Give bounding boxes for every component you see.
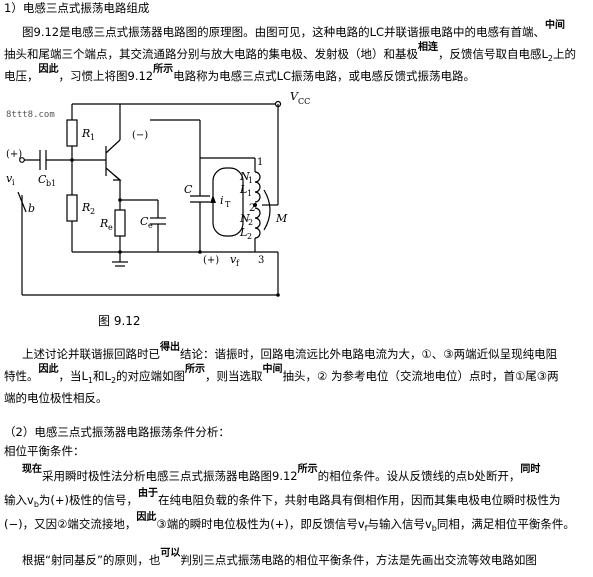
paragraph4-line1: 根据“射同基反”的原则，也可以判别三点式振荡电路的相位平衡条件，方法是先画出交流… bbox=[22, 548, 537, 570]
section2-heading: （2）电感三点式振荡器电路振荡条件分析： bbox=[4, 425, 230, 439]
text-span: 抽头和尾端三个端点，其交流通路分别与放大电路的集电极、发射极（地）和基极 bbox=[4, 47, 418, 61]
text-span: 电路称为电感三点式LC振荡电路，或电感反馈式振荡电路。 bbox=[173, 69, 476, 83]
text-span: 在纯电阻负载的条件下，共射电路具有倒相作用，因而其集电极电位瞬时极性为 bbox=[158, 493, 561, 507]
minus-top-label: (−) bbox=[132, 130, 148, 141]
text-span: 采用瞬时极性法分析电感三点式振荡器电路图9.12 bbox=[42, 469, 298, 483]
r2-label: R bbox=[81, 201, 90, 214]
text-span: 根据“射同基反”的原则，也 bbox=[22, 553, 161, 567]
tag-span: 现在 bbox=[22, 464, 42, 475]
tag-span: 中间 bbox=[262, 364, 283, 375]
node1-label: 1 bbox=[257, 157, 263, 168]
l1-sub: 1 bbox=[247, 189, 252, 198]
figure-caption: 图 9.12 bbox=[98, 314, 141, 328]
tag-span: 中间 bbox=[545, 20, 566, 31]
tag-span: 因此 bbox=[136, 512, 157, 523]
text-span: ③端的瞬时电位极性为(+)，即反馈信号v bbox=[156, 517, 365, 531]
watermark: 8ttt8.com bbox=[6, 110, 55, 120]
paragraph1-line3: 电压，因此，习惯上将图9.12所示电路称为电感三点式LC振荡电路，或电感反馈式振… bbox=[4, 64, 476, 86]
tag-span: 得出 bbox=[160, 342, 180, 353]
l2-label: L bbox=[239, 226, 247, 239]
vcc-sub: CC bbox=[298, 97, 310, 106]
vf-sub: f bbox=[236, 259, 240, 268]
text-span: 结论：谐振时，回路电流远比外电路电流为大，①、③两端近似呈现纯电阻 bbox=[180, 347, 558, 361]
vcc-label: V bbox=[290, 90, 299, 103]
re-label: R bbox=[99, 217, 108, 230]
node3-label: 3 bbox=[258, 255, 264, 266]
ce-sub: e bbox=[148, 221, 153, 230]
subscript: 2 bbox=[110, 376, 117, 385]
tag-span: 所示 bbox=[153, 64, 174, 75]
n1-sub: 1 bbox=[248, 176, 253, 185]
tag-span: 相连 bbox=[418, 42, 438, 53]
r1-label: R bbox=[81, 127, 90, 140]
paragraph3-line2: 输入vb为(+)极性的信号，由于在纯电阻负载的条件下，共射电路具有倒相作用，因而… bbox=[4, 488, 561, 510]
re-sub: e bbox=[108, 223, 113, 232]
r1-sub: 1 bbox=[90, 133, 95, 142]
n1-label: N bbox=[239, 170, 250, 183]
text-span: 输入v bbox=[4, 493, 34, 507]
c-label: C bbox=[184, 183, 193, 196]
text-span: ，当L bbox=[58, 369, 88, 383]
subscript: 2 bbox=[547, 54, 553, 63]
paragraph2-line2: 特性。因此，当L1和L2的对应端如图所示，则当选取中间抽头，② 为参考电位（交流… bbox=[4, 364, 559, 386]
text-span: ，反馈信号取自电感L bbox=[438, 47, 548, 61]
text-span: 电压， bbox=[4, 69, 39, 83]
cb-sub: b1 bbox=[46, 179, 56, 188]
paragraph2-line3: 端的电位极性相反。 bbox=[4, 391, 108, 405]
text-span: 抽头，② 为参考电位（交流地电位）点时，首①尾③两 bbox=[282, 369, 559, 383]
l2-sub: 2 bbox=[247, 232, 252, 241]
text-span: 与输入信号v bbox=[367, 517, 432, 531]
subscript: b bbox=[33, 500, 39, 509]
text-span: 的相位条件。设从反馈线的点b处断开， bbox=[317, 469, 521, 483]
tag-span: 由于 bbox=[138, 488, 158, 499]
plus-left-label: (+) bbox=[6, 149, 22, 160]
paragraph2-line1: 上述讨论并联谐振回路时已得出结论：谐振时，回路电流远比外电路电流为大，①、③两端… bbox=[22, 342, 558, 364]
text-span: 判别三点式振荡电路的相位平衡条件，方法是先画出交流等效电路如图 bbox=[180, 553, 537, 567]
subscript: b bbox=[431, 524, 437, 533]
r2-sub: 2 bbox=[90, 207, 95, 216]
tag-span: 所示 bbox=[185, 364, 206, 375]
subscript: f bbox=[364, 524, 368, 533]
tag-span: 因此 bbox=[38, 64, 59, 75]
ce-label: C bbox=[140, 215, 149, 228]
vf-label: v bbox=[230, 253, 237, 266]
text-span: 图9.12是电感三点式振荡器电路图的原理图。由图可见，这种电路的LC并联谐振电路… bbox=[22, 25, 546, 39]
tag-span: 因此 bbox=[38, 364, 59, 375]
section2-subheading: 相位平衡条件： bbox=[4, 444, 85, 458]
b-label: b bbox=[28, 202, 35, 215]
m-label: M bbox=[275, 212, 288, 225]
paragraph3-line1: 现在采用瞬时极性法分析电感三点式振荡器电路图9.12所示的相位条件。设从反馈线的… bbox=[22, 464, 540, 486]
text-span: 上述讨论并联谐振回路时已 bbox=[22, 347, 160, 361]
tag-span: 同时 bbox=[520, 464, 541, 475]
text-span: 的对应端如图 bbox=[116, 369, 186, 383]
subscript: 1 bbox=[87, 376, 94, 385]
tag-span: 所示 bbox=[297, 464, 318, 475]
text-span: 上的 bbox=[553, 47, 576, 61]
text-span: ，则当选取 bbox=[205, 369, 263, 383]
l1-label: L bbox=[239, 183, 247, 196]
plus-bottom-label: (+) bbox=[203, 255, 219, 266]
it-label: i bbox=[220, 194, 224, 207]
text-span: 同相，满足相位平衡条件。 bbox=[436, 517, 575, 531]
it-sub: T bbox=[225, 200, 231, 209]
paragraph1-line1: 图9.12是电感三点式振荡器电路图的原理图。由图可见，这种电路的LC并联谐振电路… bbox=[22, 20, 565, 42]
cb-label: C bbox=[38, 173, 47, 186]
text-span: 特性。 bbox=[4, 369, 39, 383]
paragraph3-line3: (−)，又因②端交流接地，因此③端的瞬时电位极性为(+)，即反馈信号vf与输入信… bbox=[4, 512, 575, 534]
vi-label: v bbox=[6, 172, 13, 185]
paragraph1-line2: 抽头和尾端三个端点，其交流通路分别与放大电路的集电极、发射极（地）和基极相连，反… bbox=[4, 42, 576, 64]
section1-heading: 1）电感三点式振荡电路组成 bbox=[4, 1, 150, 15]
vi-sub: i bbox=[12, 178, 15, 187]
text-span: ，习惯上将图9.12 bbox=[58, 69, 154, 83]
n2-label: N bbox=[239, 212, 250, 225]
text-span: 为(+)极性的信号， bbox=[38, 493, 138, 507]
tag-span: 可以 bbox=[160, 548, 181, 559]
text-span: 和L bbox=[93, 369, 111, 383]
node2-label: 2 bbox=[249, 203, 255, 214]
text-span: (−)，又因②端交流接地， bbox=[4, 517, 137, 531]
n2-sub: 2 bbox=[248, 218, 253, 227]
